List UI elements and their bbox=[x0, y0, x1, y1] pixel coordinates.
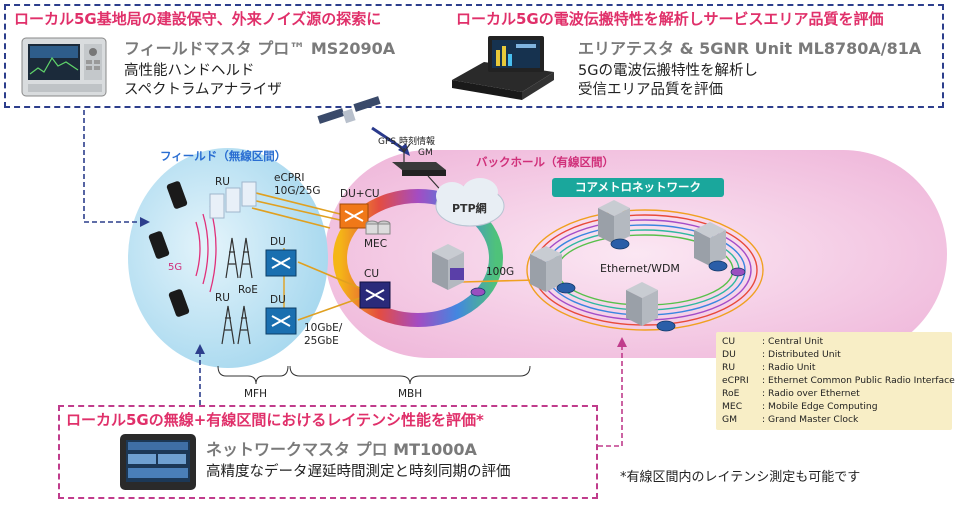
du-cu-label: DU+CU bbox=[340, 188, 380, 200]
legend-row: MEC: Mobile Edge Computing bbox=[722, 401, 878, 412]
network-master-desc: 高精度なデータ遅延時間測定と時刻同期の評価 bbox=[206, 464, 511, 480]
gm-label: GM bbox=[418, 148, 433, 158]
ecpri-label-2: 10G/25G bbox=[274, 185, 321, 197]
gbe-label-2: 25GbE bbox=[304, 335, 339, 347]
building-icon-core-right bbox=[694, 222, 726, 266]
area-tester-device-image bbox=[444, 32, 562, 102]
area-tester-name: エリアテスタ & 5GNR Unit ML8780A/81A bbox=[578, 39, 922, 58]
du-label-top: DU bbox=[270, 236, 286, 248]
building-icon-core-left bbox=[530, 246, 562, 292]
top-products-box bbox=[4, 4, 944, 108]
arrow-network-master-backhaul bbox=[617, 337, 627, 347]
field-master-device-image bbox=[20, 36, 108, 98]
field-master-desc-2: スペクトラムアナライザ bbox=[124, 82, 282, 98]
mbh-bracket bbox=[289, 365, 531, 385]
cell-tower-icon-bottom bbox=[221, 305, 251, 345]
gbe-label-1: 10GbE/ bbox=[304, 322, 343, 334]
legend-row: GM: Grand Master Clock bbox=[722, 414, 859, 425]
field-master-name: フィールドマスタ プロ™ MS2090A bbox=[124, 39, 396, 58]
router-icons bbox=[470, 238, 746, 332]
building-icon-core-top bbox=[598, 200, 630, 244]
area-tester-desc-1: 5Gの電波伝搬特性を解析し bbox=[578, 63, 758, 79]
arrow-field-master bbox=[140, 217, 150, 227]
ru-label-bottom: RU bbox=[215, 292, 230, 304]
footnote: *有線区間内のレイテンシ測定も可能です bbox=[620, 470, 861, 485]
cell-tower-icon-top bbox=[225, 237, 253, 279]
connector-network-master-backhaul bbox=[598, 345, 623, 447]
network-master-headline: ローカル5Gの無線+有線区間におけるレイテンシ性能を評価* bbox=[66, 411, 484, 429]
gm-device-icon bbox=[392, 143, 446, 176]
link-100g bbox=[461, 279, 537, 283]
legend-row: CU: Central Unit bbox=[722, 336, 824, 347]
gps-satellite-icon bbox=[317, 96, 381, 124]
label-5g: 5G bbox=[168, 262, 183, 273]
backhaul-ring bbox=[333, 189, 503, 327]
legend-row: DU: Distributed Unit bbox=[722, 349, 841, 360]
fronthaul-links bbox=[251, 191, 361, 321]
cu-label: CU bbox=[364, 268, 380, 280]
gps-label: GPS 時刻情報 bbox=[378, 137, 435, 147]
smartphone-icons bbox=[148, 181, 190, 317]
mec-server-icon bbox=[365, 220, 391, 235]
ptp-label: PTP網 bbox=[452, 202, 487, 215]
roe-label: RoE bbox=[238, 284, 258, 296]
mfh-bracket bbox=[217, 365, 289, 385]
area-tester-desc-2: 受信エリア品質を評価 bbox=[578, 82, 723, 98]
field-title: フィールド（無線区間） bbox=[160, 149, 287, 163]
ecpri-label-1: eCPRI bbox=[274, 172, 305, 184]
du-switch-icon-bottom bbox=[265, 307, 297, 335]
ethernet-wdm-label: Ethernet/WDM bbox=[600, 262, 680, 275]
building-icon-core-bottom bbox=[626, 282, 658, 326]
connector-field-master bbox=[83, 110, 140, 223]
legend-row: eCPRI: Ethernet Common Public Radio Inte… bbox=[722, 375, 955, 386]
building-icon-backhaul bbox=[432, 244, 464, 290]
du-switch-icon-top bbox=[265, 249, 297, 277]
legend-row: RU: Radio Unit bbox=[722, 362, 816, 373]
ptp-cloud-icon bbox=[435, 178, 505, 227]
field-master-headline: ローカル5G基地局の建設保守、外来ノイズ源の探索に bbox=[14, 10, 382, 28]
abbreviation-legend: CU: Central Unit DU: Distributed Unit RU… bbox=[716, 332, 955, 430]
cu-switch-icon bbox=[359, 281, 391, 309]
ru-antenna-icon bbox=[209, 181, 257, 219]
link-100g-label: 100G bbox=[486, 266, 515, 278]
mfh-label: MFH bbox=[244, 388, 267, 400]
du-cu-switch-icon bbox=[339, 203, 369, 229]
arrow-network-master-field bbox=[195, 344, 205, 354]
network-master-name: ネットワークマスタ プロ MT1000A bbox=[206, 440, 477, 459]
ru-label-top: RU bbox=[215, 176, 230, 188]
mec-label: MEC bbox=[364, 238, 388, 250]
core-metro-title: コアメトロネットワーク bbox=[552, 178, 724, 197]
du-label-bottom: DU bbox=[270, 294, 286, 306]
backhaul-title: バックホール（有線区間） bbox=[476, 155, 614, 169]
field-master-desc-1: 高性能ハンドヘルド bbox=[124, 63, 255, 79]
mbh-label: MBH bbox=[398, 388, 423, 400]
network-master-device-image bbox=[118, 432, 198, 492]
bottom-product-box bbox=[58, 405, 598, 499]
legend-row: RoE: Radio over Ethernet bbox=[722, 388, 860, 399]
area-tester-headline: ローカル5Gの電波伝搬特性を解析しサービスエリア品質を評価 bbox=[456, 10, 884, 28]
